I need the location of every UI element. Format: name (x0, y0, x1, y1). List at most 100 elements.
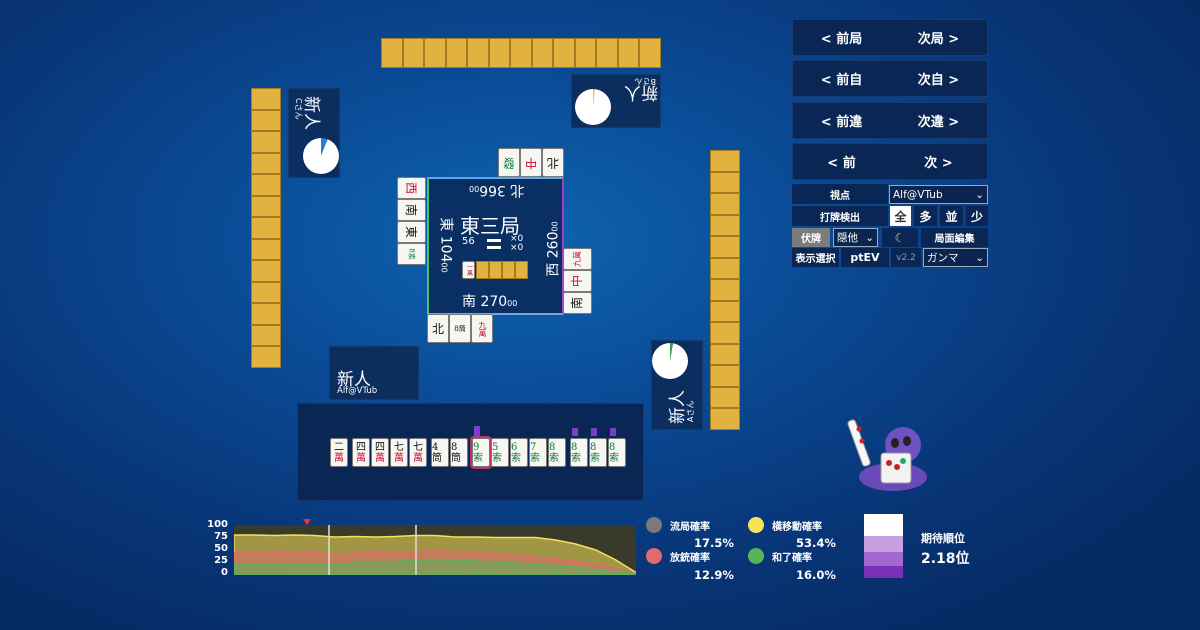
pt-ev-button[interactable]: ptEV (841, 248, 889, 267)
hand-tile[interactable]: 5索 (491, 438, 509, 467)
wall-tile (251, 88, 281, 110)
bottom-discards: 北 8筒 九萬 (427, 314, 493, 343)
ryukyoku-label: 流局確率 (670, 522, 710, 533)
hand-tile[interactable]: 4筒 (431, 438, 449, 467)
honba-stick-icon (487, 239, 501, 242)
chart-axis-labels: 100 75 50 25 0 (200, 519, 228, 579)
wall-tile (710, 150, 740, 172)
discard-tile: 九萬 (471, 314, 493, 343)
wall-tile (710, 300, 740, 322)
next-self-button[interactable]: 次自 > (917, 73, 960, 88)
chart-position-marker (303, 519, 311, 525)
tiles-left-count: 56 (462, 236, 475, 247)
right-discards: 九萬 中 南 (563, 248, 592, 314)
wall-tile (710, 343, 740, 365)
right-player-handle: Aさん (686, 400, 695, 422)
houju-label: 放銃確率 (670, 553, 710, 564)
houju-value: 12.9% (694, 568, 734, 582)
south-score: 南 27000 (462, 294, 518, 310)
hand-tile[interactable]: 8索 (570, 438, 588, 467)
hora-label: 和了確率 (772, 553, 812, 564)
wall-tile (617, 38, 639, 68)
hand-tile[interactable]: 四萬 (352, 438, 370, 467)
hand-tile[interactable]: 七萬 (390, 438, 408, 467)
right-wall (710, 150, 740, 430)
prev-round-button[interactable]: < 前局 (820, 32, 863, 47)
gamma-select[interactable]: ガンマ⌄ (923, 248, 988, 267)
viewpoint-select[interactable]: Alf@VTub⌄ (889, 185, 988, 204)
discard-tile: 8筒 (449, 314, 471, 343)
wall-tile (251, 152, 281, 174)
detect-many-button[interactable]: 多 (914, 206, 937, 226)
prev-diff-button[interactable]: < 前違 (820, 115, 863, 130)
viewpoint-label: 視点 (792, 184, 888, 204)
hand-tile[interactable]: 8索 (608, 438, 626, 467)
edit-position-button[interactable]: 局面編集 (921, 228, 988, 247)
wall-tile (445, 38, 467, 68)
prev-button[interactable]: < 前 (827, 156, 856, 171)
hand-tile[interactable]: 8筒 (450, 438, 468, 467)
axis-label-25: 25 (214, 555, 228, 566)
ev-bar (610, 428, 616, 436)
discard-tile: 北 (427, 314, 449, 343)
chevron-down-icon: ⌄ (975, 188, 984, 201)
detect-few-button[interactable]: 少 (966, 206, 988, 226)
wall-tile (251, 346, 281, 368)
axis-label-50: 50 (214, 543, 228, 554)
prev-self-button[interactable]: < 前自 (820, 73, 863, 88)
wall-tile (251, 217, 281, 239)
yokoido-label: 横移動確率 (772, 522, 822, 533)
wall-tile (710, 322, 740, 344)
hand-tile[interactable]: 七萬 (409, 438, 427, 467)
self-player-name: 新人 (337, 370, 371, 390)
mascot-illustration (847, 419, 927, 491)
wall-tile (488, 38, 510, 68)
wall-tile (251, 174, 281, 196)
wall-tile (710, 408, 740, 430)
expected-rank-value: 2.18位 (921, 551, 970, 567)
yokoido-value: 53.4% (796, 536, 836, 550)
top-player-handle: Bさん (634, 77, 657, 86)
left-player-name: 新人 (301, 96, 321, 130)
wall-tile (251, 281, 281, 303)
hidden-tiles-button[interactable]: 伏牌 (792, 228, 830, 247)
chevron-down-icon: ⌄ (865, 231, 874, 244)
discard-tile: 南 (563, 292, 592, 314)
dora-indicator: 一萬 (462, 261, 475, 279)
next-diff-button[interactable]: 次違 > (917, 115, 960, 130)
hand-tile[interactable]: 8索 (548, 438, 566, 467)
axis-label-100: 100 (207, 519, 228, 530)
moon-icon[interactable]: ☾ (882, 228, 918, 247)
step-nav-row: < 前 次 > (792, 143, 988, 180)
hand-tile[interactable]: 7索 (529, 438, 547, 467)
riichi-stick-icon (487, 246, 501, 249)
round-nav-row: < 前局 次局 > (792, 19, 988, 56)
hand-tile[interactable]: 6索 (510, 438, 528, 467)
discard-tile: 東 (397, 221, 426, 243)
hand-tile[interactable]: 二萬 (330, 438, 348, 467)
hidden-tiles-select[interactable]: 隠他⌄ (833, 228, 878, 247)
wall-tile (251, 260, 281, 282)
next-round-button[interactable]: 次局 > (917, 32, 960, 47)
probability-chart[interactable] (234, 525, 636, 575)
wall-tile (510, 38, 532, 68)
round-label: 東三局 (460, 214, 520, 238)
discard-tile: 中 (563, 270, 592, 292)
detect-mid-button[interactable]: 並 (940, 206, 963, 226)
next-button[interactable]: 次 > (924, 156, 953, 171)
hand-tile[interactable]: 8索 (589, 438, 607, 467)
wall-tile (710, 171, 740, 193)
version-label: v2.2 (891, 248, 921, 267)
dead-wall (476, 261, 528, 279)
wall-tile (574, 38, 596, 68)
wall-tile (710, 365, 740, 387)
chevron-down-icon: ⌄ (975, 251, 984, 264)
hand-tile[interactable]: 四萬 (371, 438, 389, 467)
wall-tile (596, 38, 618, 68)
wall-tile (402, 38, 424, 68)
detect-all-button[interactable]: 全 (890, 206, 911, 226)
left-player-box: 新人 Cさん (288, 88, 340, 178)
hand-tile[interactable]: 9索 (470, 436, 492, 469)
